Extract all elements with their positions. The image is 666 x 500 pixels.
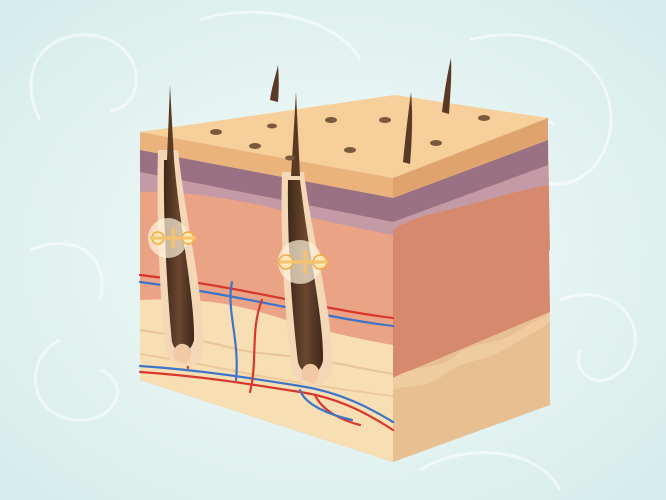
pore — [210, 129, 222, 135]
pore — [285, 156, 295, 161]
pore — [249, 143, 261, 149]
pore — [344, 147, 356, 153]
pore — [379, 117, 391, 123]
pore — [325, 117, 337, 123]
pore — [267, 124, 277, 129]
pore — [478, 115, 490, 121]
pore — [430, 140, 442, 146]
